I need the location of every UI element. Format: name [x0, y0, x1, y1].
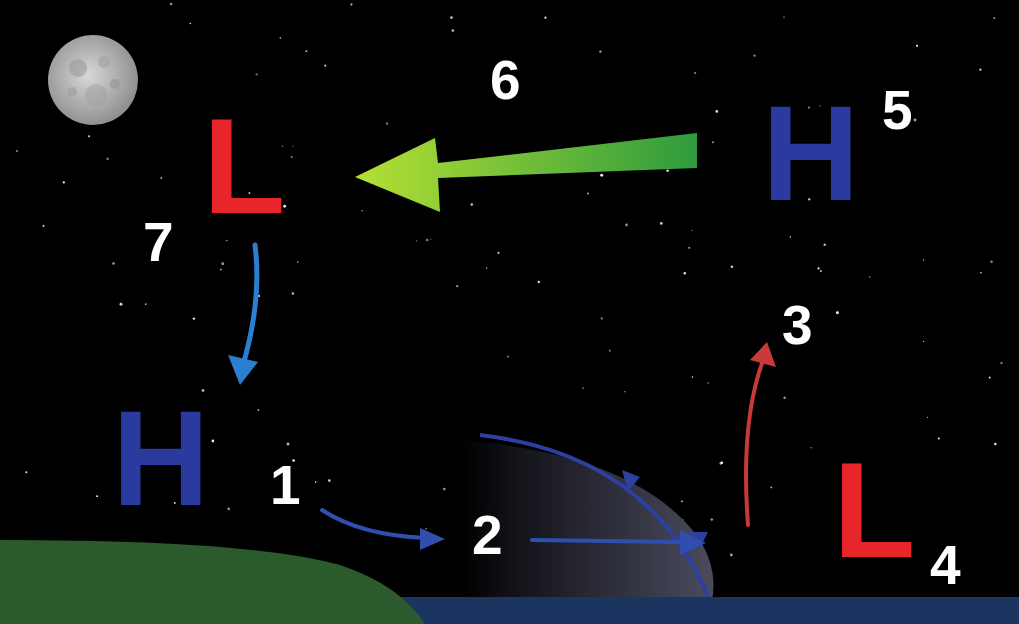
ocean — [400, 597, 1019, 624]
upper-level-flow-arrow — [355, 133, 697, 212]
callout-number: 3 — [782, 298, 813, 353]
surface-wind-arrow — [322, 510, 445, 550]
low-pressure-letter: L — [203, 99, 285, 234]
callout-number: 6 — [490, 53, 521, 108]
callout-number: 4 — [930, 538, 961, 593]
callout-number: 5 — [882, 83, 913, 138]
cold-front — [480, 435, 708, 597]
subsiding-air-arrow — [228, 245, 258, 385]
callout-number: 2 — [472, 508, 503, 563]
rising-air-arrow — [746, 342, 776, 525]
low-pressure-letter: L — [833, 443, 915, 578]
land — [0, 540, 425, 624]
surface-wind-arrow — [532, 530, 706, 555]
callout-number: 1 — [270, 458, 301, 513]
callout-number: 7 — [143, 215, 174, 270]
moon — [48, 35, 138, 125]
high-pressure-letter: H — [112, 391, 210, 526]
high-pressure-letter: H — [762, 86, 860, 221]
